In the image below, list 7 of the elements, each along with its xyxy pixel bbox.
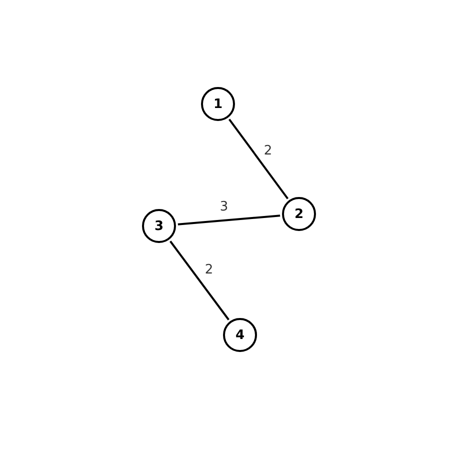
connector-line [170, 240, 230, 320]
node-circle: 1 [201, 87, 235, 121]
connector-line [228, 118, 289, 200]
node-circle: 4 [223, 318, 257, 352]
node-circle: 3 [142, 209, 176, 243]
connector-line [178, 214, 280, 226]
node-circle: 2 [282, 197, 316, 231]
